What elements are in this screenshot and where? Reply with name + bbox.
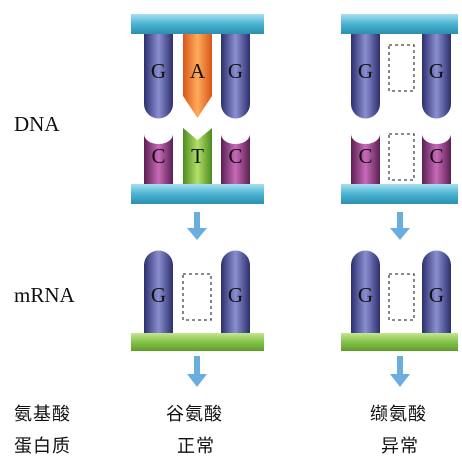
cytosine-base	[351, 134, 380, 184]
cytosine-base	[144, 134, 173, 184]
base-letter: C	[151, 144, 165, 168]
guanine-base	[221, 34, 250, 119]
guanine-base	[351, 34, 380, 119]
empty-base-slot	[182, 273, 212, 321]
base-letter: G	[358, 283, 373, 307]
base-letter: G	[429, 283, 444, 307]
mutant-protein: 异常	[381, 436, 419, 457]
cytosine-base	[422, 134, 451, 184]
amino-acid-row-label: 氨基酸	[14, 404, 71, 425]
arrow-down-icon	[187, 356, 207, 387]
base-letter: G	[228, 59, 243, 83]
dna-bottom-backbone-mutant	[341, 184, 458, 204]
guanine-base	[221, 250, 250, 333]
thymine-base	[183, 128, 212, 184]
guanine-base	[422, 34, 451, 119]
dna-top-backbone-mutant	[341, 14, 458, 34]
adenine-base	[183, 34, 212, 118]
mrna-backbone-normal	[131, 333, 264, 351]
normal-amino-acid: 谷氨酸	[166, 404, 223, 425]
guanine-base	[144, 34, 173, 119]
protein-row-label: 蛋白质	[14, 436, 71, 457]
guanine-base	[422, 250, 451, 333]
mrna-backbone-mutant	[341, 333, 458, 351]
base-letter: C	[228, 144, 242, 168]
base-letter: C	[358, 144, 372, 168]
dna-bottom-backbone-normal	[131, 184, 264, 204]
base-letter: G	[429, 59, 444, 83]
arrow-down-icon	[187, 212, 207, 240]
empty-base-slot	[388, 273, 415, 321]
base-letter: T	[191, 144, 204, 168]
arrow-down-icon	[390, 356, 410, 387]
guanine-base	[351, 250, 380, 333]
mutant-amino-acid: 缬氨酸	[370, 404, 427, 425]
arrow-down-icon	[390, 212, 410, 240]
empty-base-slot	[388, 133, 415, 181]
empty-base-slot	[388, 44, 415, 92]
dna-row-label: DNA	[14, 112, 60, 136]
normal-protein: 正常	[177, 436, 215, 457]
dna-top-backbone-normal	[131, 14, 264, 34]
base-letter: G	[151, 283, 166, 307]
base-letter: G	[151, 59, 166, 83]
base-letter: G	[358, 59, 373, 83]
base-letter: G	[228, 283, 243, 307]
guanine-base	[144, 250, 173, 333]
base-letter: C	[429, 144, 443, 168]
base-letter: A	[190, 59, 206, 83]
mrna-row-label: mRNA	[14, 283, 75, 307]
cytosine-base	[221, 134, 250, 184]
